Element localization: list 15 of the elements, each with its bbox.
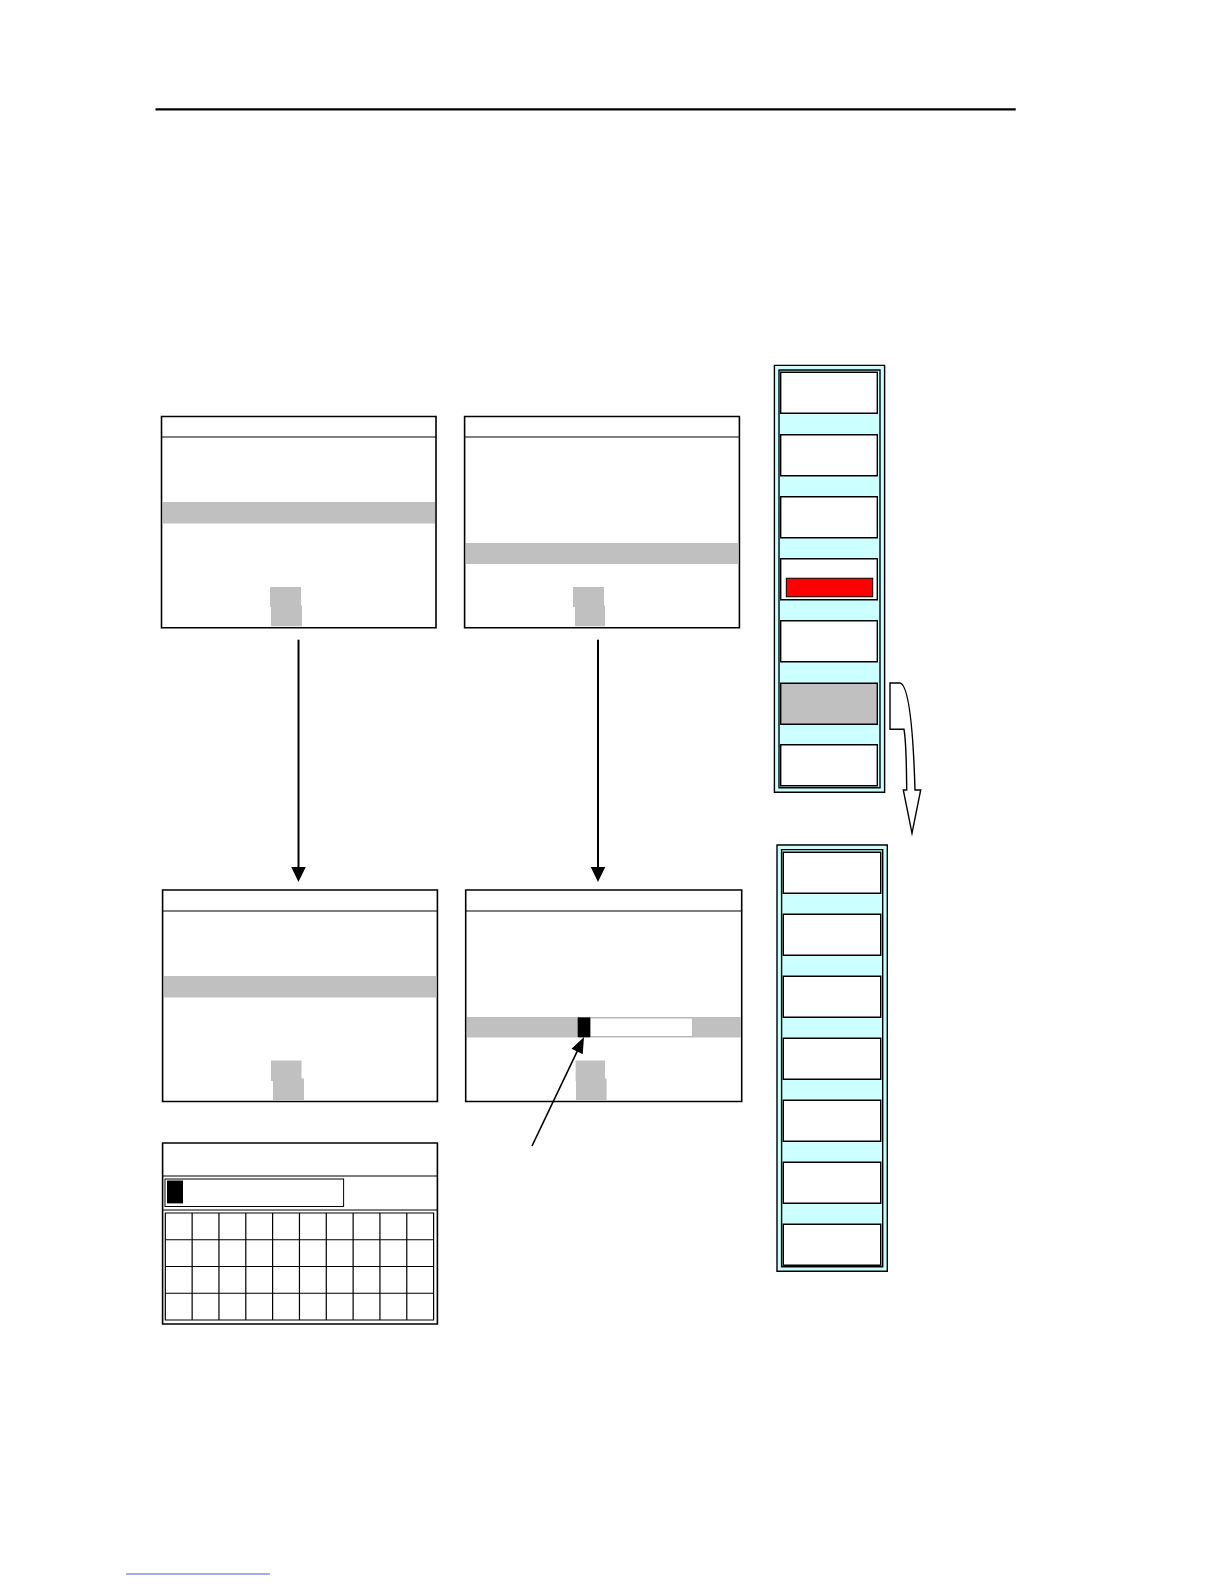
menu-button: [782, 851, 882, 894]
menu-button: [780, 744, 878, 787]
menu-button: [782, 1161, 882, 1204]
menu-button: [780, 434, 878, 477]
menu-button: [780, 371, 878, 414]
menu-button: [782, 1037, 882, 1080]
indicator-bar: [785, 577, 874, 598]
menu-button: [782, 1223, 882, 1266]
slider-cursor: [577, 1017, 591, 1038]
menu-button: [782, 913, 882, 956]
menu-button: [780, 620, 878, 663]
menu-button: [782, 1099, 882, 1142]
menu-button: [780, 496, 878, 539]
menu-button: [780, 682, 878, 725]
menu-button: [782, 975, 882, 1018]
